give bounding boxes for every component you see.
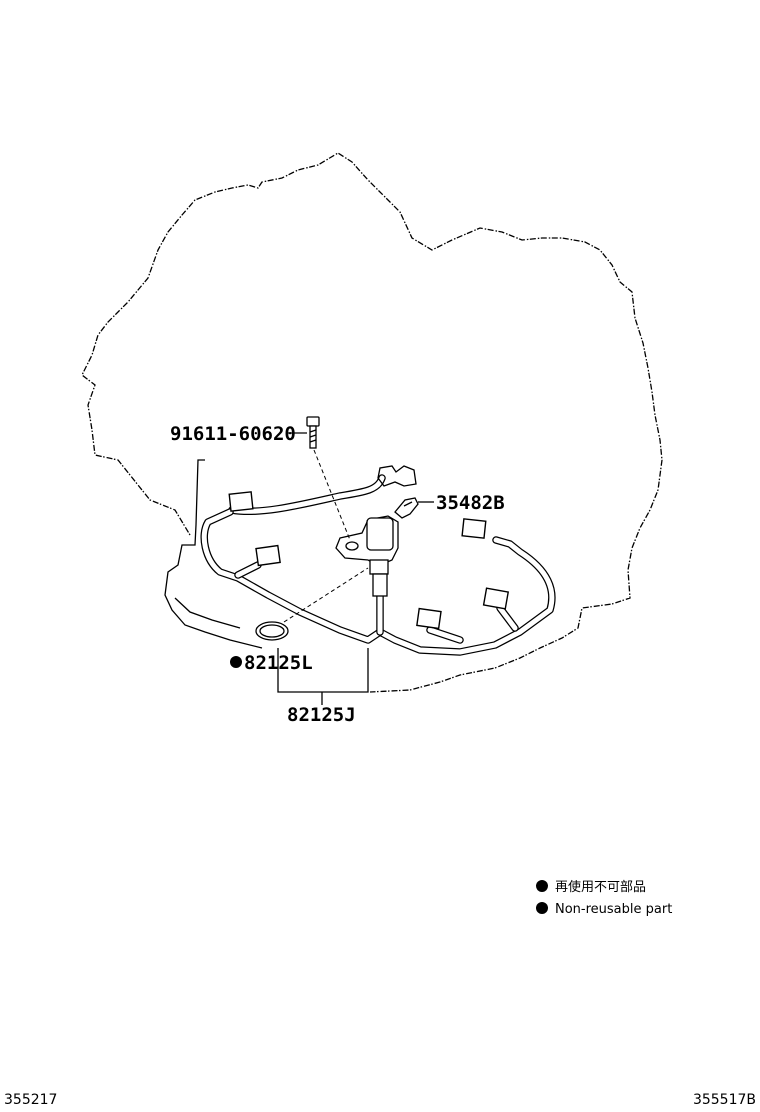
transmission-housing-outline (81, 152, 663, 693)
harness-connector (228, 491, 254, 512)
footer-right-code: 355517B (693, 1092, 756, 1108)
legend: 再使用不可部品 Non-reusable part (536, 879, 672, 917)
non-reusable-marker (230, 656, 242, 668)
o-ring-part (255, 621, 289, 641)
oil-pan-lower-edge (174, 597, 241, 629)
harness-connector (416, 607, 442, 630)
o-ring-install-line (283, 567, 369, 623)
legend-marker-en (536, 902, 548, 914)
legend-marker-jp (536, 880, 548, 892)
harness-connector (482, 587, 510, 610)
legend-text-jp: 再使用不可部品 (555, 879, 646, 895)
harness-connector (461, 518, 487, 539)
speed-sensor (335, 515, 399, 597)
bolt-install-line (313, 449, 351, 541)
harness-connector (255, 544, 281, 567)
harness-bracket (277, 648, 369, 705)
clip-part (394, 497, 419, 519)
footer-left-code: 355217 (4, 1092, 57, 1108)
harness-part-number: 82125J (287, 704, 356, 726)
harness-end-connector (377, 465, 417, 487)
legend-text-en: Non-reusable part (555, 902, 672, 917)
o-ring-inner (259, 624, 285, 638)
clip-part-number: 35482B (436, 492, 505, 514)
bolt-part (306, 416, 320, 449)
oil-pan-contour (164, 459, 263, 649)
bolt-part-number: 91611-60620 (170, 423, 296, 445)
wiring-harness (200, 465, 556, 656)
o-ring-part-number: 82125L (244, 652, 313, 674)
